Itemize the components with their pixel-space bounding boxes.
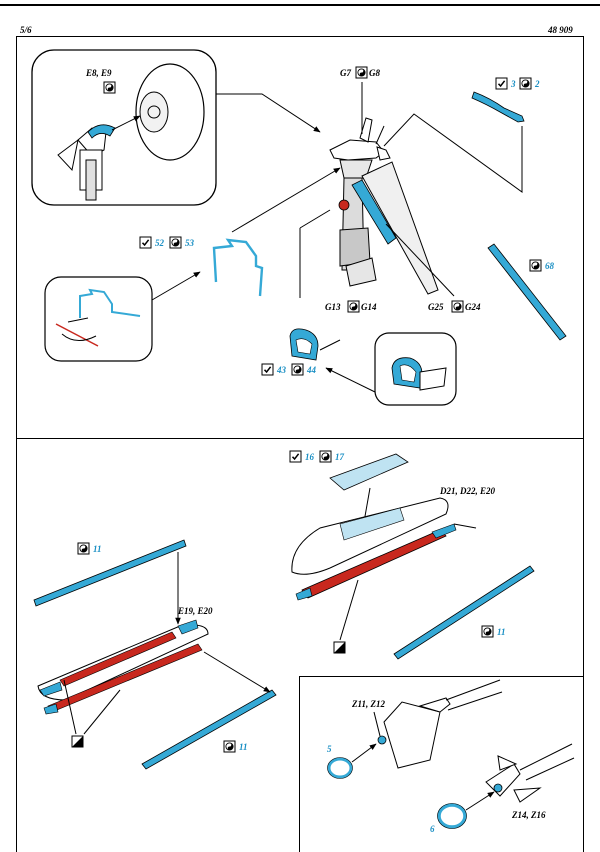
label-pe-11-c: 11 — [497, 627, 506, 637]
wheel-hub — [139, 91, 169, 133]
pe-strip-11-bottom — [141, 689, 277, 770]
yin-yang-box-icon — [529, 259, 542, 272]
yin-yang-box-icon — [355, 66, 368, 79]
missile-nose — [485, 743, 575, 803]
pe-part-2-3 — [471, 91, 525, 123]
label-pe-16: 16 — [305, 452, 315, 462]
yin-yang-box-icon — [291, 363, 304, 376]
label-pe-11-a: 11 — [93, 544, 102, 554]
top-rule — [0, 4, 600, 6]
label-g7: G7 — [340, 68, 351, 78]
clip-detail-callout — [325, 332, 457, 406]
check-box-icon — [495, 77, 508, 90]
pe-ring-5 — [327, 757, 353, 779]
yin-yang-box-icon — [451, 300, 464, 313]
check-box-icon — [289, 450, 302, 463]
label-e8-e9: E8, E9 — [85, 68, 112, 78]
wire-detail-callout — [44, 271, 201, 362]
label-pe-11-b: 11 — [239, 742, 248, 752]
label-pe-52: 52 — [155, 238, 165, 248]
leader-pe-2-3 — [383, 113, 523, 193]
label-pe-53: 53 — [185, 238, 195, 248]
label-g25: G25 — [428, 302, 444, 312]
wheel-detail-callout: E8, E9 — [31, 49, 217, 206]
tire — [135, 63, 205, 161]
panel-pylon-parts — [299, 676, 584, 852]
label-pe-2: 2 — [534, 79, 540, 89]
yin-yang-box-icon — [169, 236, 182, 249]
label-pe-43: 43 — [276, 365, 287, 375]
yin-yang-box-icon — [319, 450, 332, 463]
black-box-icon — [333, 641, 346, 654]
fuel-tank-upper — [291, 497, 457, 601]
pe-wire-52-53 — [212, 238, 264, 297]
check-box-icon — [261, 363, 274, 376]
label-pe-68: 68 — [545, 261, 555, 271]
pe-strip-68 — [487, 243, 567, 341]
red-collar — [338, 199, 350, 211]
yin-yang-box-icon — [223, 740, 236, 753]
label-pe-17: 17 — [335, 452, 345, 462]
label-pe-3: 3 — [510, 79, 516, 89]
pe-strip-11-right — [393, 565, 535, 660]
label-d21-d22-e20: D21, D22, E20 — [439, 486, 496, 496]
yin-yang-box-icon — [347, 300, 360, 313]
yin-yang-box-icon — [481, 625, 494, 638]
pe-strut-brace — [351, 179, 397, 245]
pe-plate-16-17 — [329, 453, 409, 491]
label-pe-44: 44 — [306, 365, 317, 375]
pe-strip-11-top — [33, 539, 187, 607]
label-z11-z12: Z11, Z12 — [351, 699, 385, 709]
pe-hub-plate — [87, 124, 116, 139]
label-pe-5: 5 — [327, 744, 332, 754]
label-g14: G14 — [361, 302, 377, 312]
yin-yang-box-icon — [103, 81, 116, 94]
yin-yang-box-icon — [519, 77, 532, 90]
check-box-icon — [139, 236, 152, 249]
main-landing-gear — [329, 117, 439, 295]
label-z14-z16: Z14, Z16 — [511, 810, 546, 820]
label-pe-6: 6 — [430, 824, 435, 834]
pe-ring-6 — [437, 803, 467, 829]
panel-fuel-tanks — [16, 438, 584, 852]
label-e19-e20: E19, E20 — [177, 606, 213, 616]
pylon — [377, 679, 503, 769]
kit-code: 48 909 — [548, 25, 573, 35]
black-box-icon — [71, 735, 84, 748]
label-g8: G8 — [369, 68, 380, 78]
page-number: 5/6 — [20, 25, 32, 35]
label-g13: G13 — [325, 302, 341, 312]
yin-yang-box-icon — [77, 542, 90, 555]
label-g24: G24 — [465, 302, 481, 312]
fuel-tank-lower — [37, 619, 209, 715]
